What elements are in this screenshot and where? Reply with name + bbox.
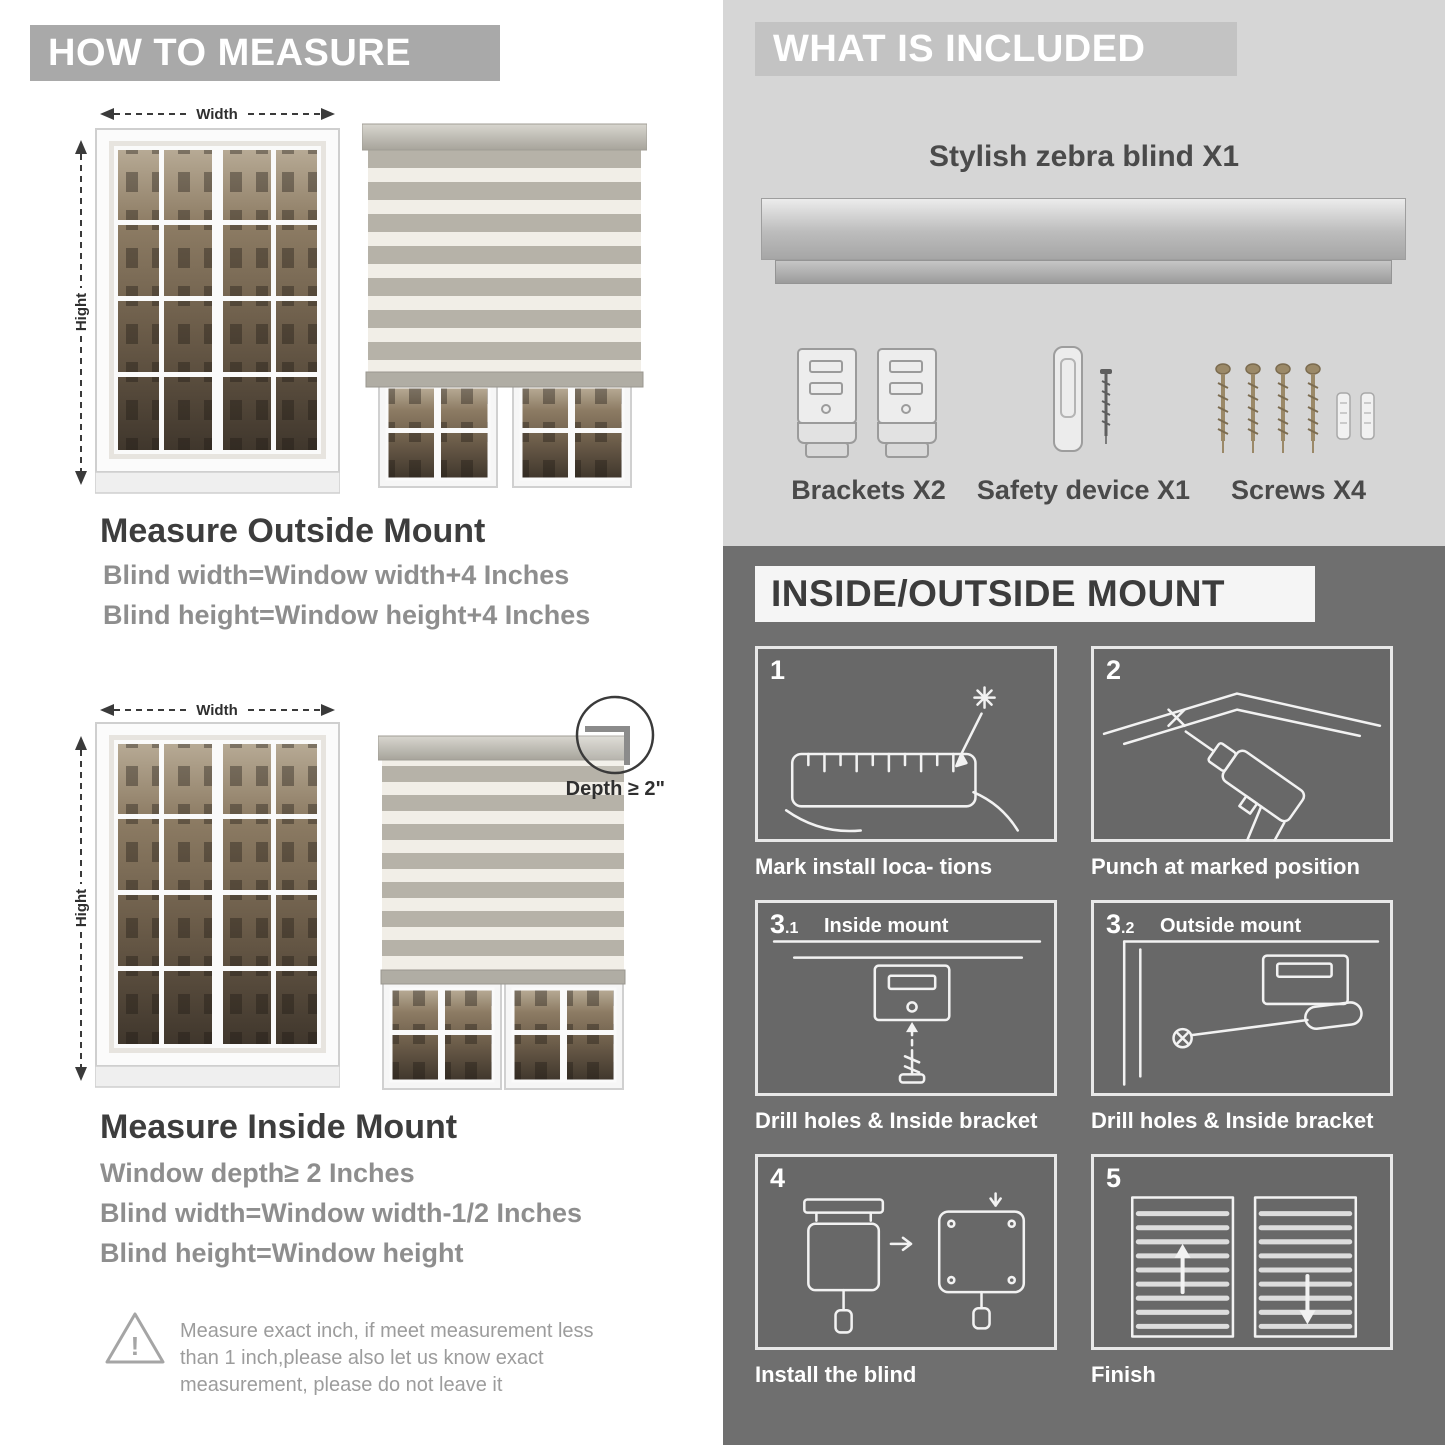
mark-location-illustration [784,686,1020,833]
height-label: Hight [73,889,90,927]
blind-illustration-inside [378,735,628,1090]
drill-illustration [1102,692,1382,841]
step-number: 1 [770,655,786,685]
step-4-caption: Install the blind [755,1362,917,1387]
inside-spec-depth: Window depth≥ 2 Inches [100,1158,415,1188]
step-5-panel: 5 [1091,1154,1393,1350]
safety-device-icon [1052,346,1112,452]
depth-magnifier-circle [575,695,655,775]
finish-illustration [1131,1196,1358,1338]
note-line: measurement, please do not leave it [180,1374,503,1396]
included-item-safety-device: Safety device X1 [976,326,1191,506]
width-dimension-arrow: Width [100,106,335,123]
measure-note: Measure exact inch, if meet measurement … [180,1318,594,1399]
warning-mark: ! [131,1331,140,1361]
step-1-panel: 1 [755,646,1057,842]
width-label: Width [196,106,238,123]
inside-mount-title: Measure Inside Mount [100,1108,458,1146]
step-3-1-panel: 3.1 Inside mount [755,900,1057,1096]
note-line: Measure exact inch, if meet measurement … [180,1320,594,1342]
mount-header: INSIDE/OUTSIDE MOUNT [755,566,1315,622]
step-number: 3.2 [1106,909,1135,939]
depth-requirement-label: Depth ≥ 2" [565,778,665,800]
step-1-caption: Mark install loca- tions [755,854,993,879]
included-item-screws: Screws X4 [1191,326,1406,506]
height-label: Hight [73,293,90,331]
outside-spec-height: Blind height=Window height+4 Inches [103,600,591,630]
note-line: than 1 inch,please also let us know exac… [180,1347,544,1369]
mount-step-2: 2 [1091,646,1393,880]
mount-step-3-2: 3.2 Outside mount Dril [1091,900,1393,1134]
mount-step-4: 4 [755,1154,1057,1388]
step-4-panel: 4 [755,1154,1057,1350]
screws-label: Screws X4 [1230,475,1367,505]
mount-step-1: 1 Mark install loca- tions [755,646,1057,880]
step-inline-label: Inside mount [824,915,949,937]
warning-triangle-icon: ! [105,1312,165,1364]
inside-spec-width: Blind width=Window width-1/2 Inches [100,1198,583,1228]
zebra-blind-headrail [761,198,1406,260]
zebra-blind-valance [775,260,1392,284]
height-dimension-arrow: Hight [73,736,90,1081]
included-item-brackets: Brackets X2 [761,326,976,506]
inside-spec-height: Blind height=Window height [100,1238,464,1268]
brackets-icon [797,348,937,458]
outside-bracket-illustration [1122,940,1380,1086]
how-to-measure-header: HOW TO MEASURE [30,25,500,81]
step-number: 5 [1106,1163,1122,1193]
brackets-label: Brackets X2 [791,475,946,505]
step-5-caption: Finish [1091,1362,1156,1387]
step-3-1-caption: Drill holes & Inside bracket [755,1108,1038,1133]
height-dimension-arrow: Hight [73,140,90,485]
what-is-included-section: WHAT IS INCLUDED Stylish zebra blind X1 … [723,0,1445,546]
mount-steps-grid: 1 Mark install loca- tions [755,646,1411,1408]
outside-spec-width: Blind width=Window width+4 Inches [103,560,570,590]
outside-mount-title: Measure Outside Mount [100,512,486,550]
inside-bracket-illustration [772,940,1042,1084]
safety-device-label: Safety device X1 [976,475,1191,505]
mount-instructions-section: INSIDE/OUTSIDE MOUNT 1 [723,546,1445,1445]
step-number: 3.1 [770,909,799,939]
window-illustration-inside [95,722,340,1088]
step-inline-label: Outside mount [1160,915,1302,937]
step-3-2-caption: Drill holes & Inside bracket [1091,1108,1374,1133]
mount-step-3-1: 3.1 Inside mount [755,900,1057,1134]
screws-icon [1213,362,1375,455]
included-items-row: Brackets X2 Safety device X1 [761,326,1406,506]
window-illustration-outside [95,128,340,494]
step-2-caption: Punch at marked position [1091,854,1360,879]
product-label: Stylish zebra blind X1 [928,140,1240,173]
step-number: 4 [770,1163,786,1193]
what-is-included-header: WHAT IS INCLUDED [755,22,1237,76]
install-blind-illustration [803,1192,1026,1334]
step-3-2-panel: 3.2 Outside mount [1091,900,1393,1096]
width-dimension-arrow: Width [100,702,335,719]
mount-step-5: 5 Finish [1091,1154,1393,1388]
blind-illustration-outside [362,123,647,489]
width-label: Width [196,702,238,719]
step-number: 2 [1106,655,1122,685]
step-2-panel: 2 [1091,646,1393,842]
